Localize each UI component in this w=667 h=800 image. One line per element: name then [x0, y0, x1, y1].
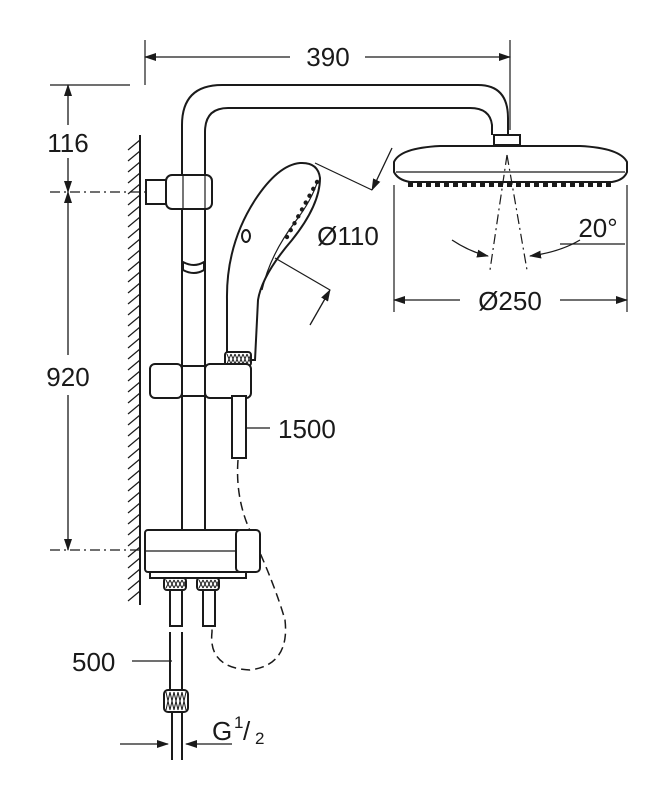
- supply-knurl: [165, 691, 187, 711]
- head-shower-nozzles: [408, 182, 611, 187]
- thread-dimension: G 1 / 2: [120, 713, 264, 748]
- supply-hose: [163, 632, 189, 760]
- supply-length-dimension: 500: [72, 647, 172, 677]
- head-diameter-label: Ø250: [478, 286, 542, 316]
- shower-hose: [210, 459, 287, 671]
- hand-diameter-dimension: Ø110: [274, 147, 393, 326]
- head-diameter-dimension: Ø250: [393, 185, 628, 316]
- riser-joint: [182, 260, 205, 274]
- head-shower: [393, 134, 628, 187]
- hose-length-label: 1500: [278, 414, 336, 444]
- width-label: 390: [306, 42, 349, 72]
- hand-diameter-label: Ø110: [317, 221, 379, 251]
- dimension-vertical: 116 920: [46, 84, 150, 551]
- rail-height-label: 920: [46, 362, 89, 392]
- bottom-connectors: [163, 577, 220, 627]
- top-offset-label: 116: [47, 128, 88, 158]
- thread-numerator: 1: [234, 713, 243, 732]
- thread-slash: /: [243, 716, 251, 746]
- hose-length-dimension: 1500: [246, 414, 336, 444]
- dimension-width: 390: [144, 40, 511, 130]
- hand-shower-slider: [149, 363, 252, 459]
- hand-shower-knurl: [226, 353, 252, 365]
- connector-knurl: [165, 579, 220, 589]
- thread-label: G: [212, 716, 232, 746]
- wall-hatching: [127, 139, 141, 602]
- hand-shower-nozzles: [284, 179, 320, 240]
- hand-shower: [224, 161, 322, 367]
- riser-pipe: [181, 84, 509, 530]
- tilt-angle-dimension: 20°: [451, 154, 625, 271]
- tilt-angle-label: 20°: [578, 213, 617, 243]
- thread-denominator: 2: [255, 729, 264, 748]
- lower-mixer-bracket: [144, 529, 261, 579]
- upper-wall-bracket: [145, 174, 213, 210]
- wall: [127, 135, 141, 605]
- supply-length-label: 500: [72, 647, 115, 677]
